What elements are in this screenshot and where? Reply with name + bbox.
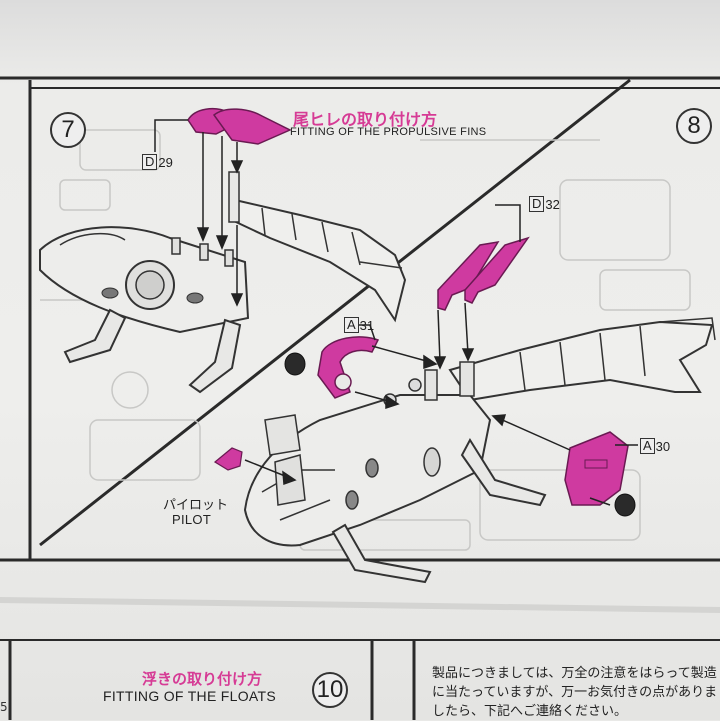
panel-frame <box>0 76 720 720</box>
notice-line-3: したら、下記へご連絡ください。 <box>432 704 628 719</box>
notice-text: 製品につきましては、万全の注意をはらって製造 に当たっていますが、万一お気付きの… <box>432 664 720 721</box>
notice-line-2: に当たっていますが、万一お気付きの点がありま <box>432 685 718 700</box>
step10-number: 10 <box>312 672 348 708</box>
background-sprue-sketches <box>40 129 691 551</box>
step7-title-jp: 尾ヒレの取り付け方 <box>293 110 438 129</box>
page-fragment: 5 <box>0 700 8 714</box>
step7-illustration <box>39 107 407 394</box>
step10-title-jp: 浮きの取り付け方 <box>142 670 263 688</box>
step8-illustration <box>213 204 716 584</box>
step7-number: 7 <box>50 112 86 148</box>
step10-title-en: FITTING OF THE FLOATS <box>103 688 277 704</box>
pilot-label-en: PILOT <box>172 512 212 527</box>
step7-title-en: FITTING OF THE PROPULSIVE FINS <box>290 126 487 138</box>
notice-line-1: 製品につきましては、万全の注意をはらって製造 <box>432 666 717 681</box>
step8-number: 8 <box>676 108 712 144</box>
pilot-label-jp: パイロット <box>163 498 229 513</box>
paper-fold <box>0 597 720 613</box>
